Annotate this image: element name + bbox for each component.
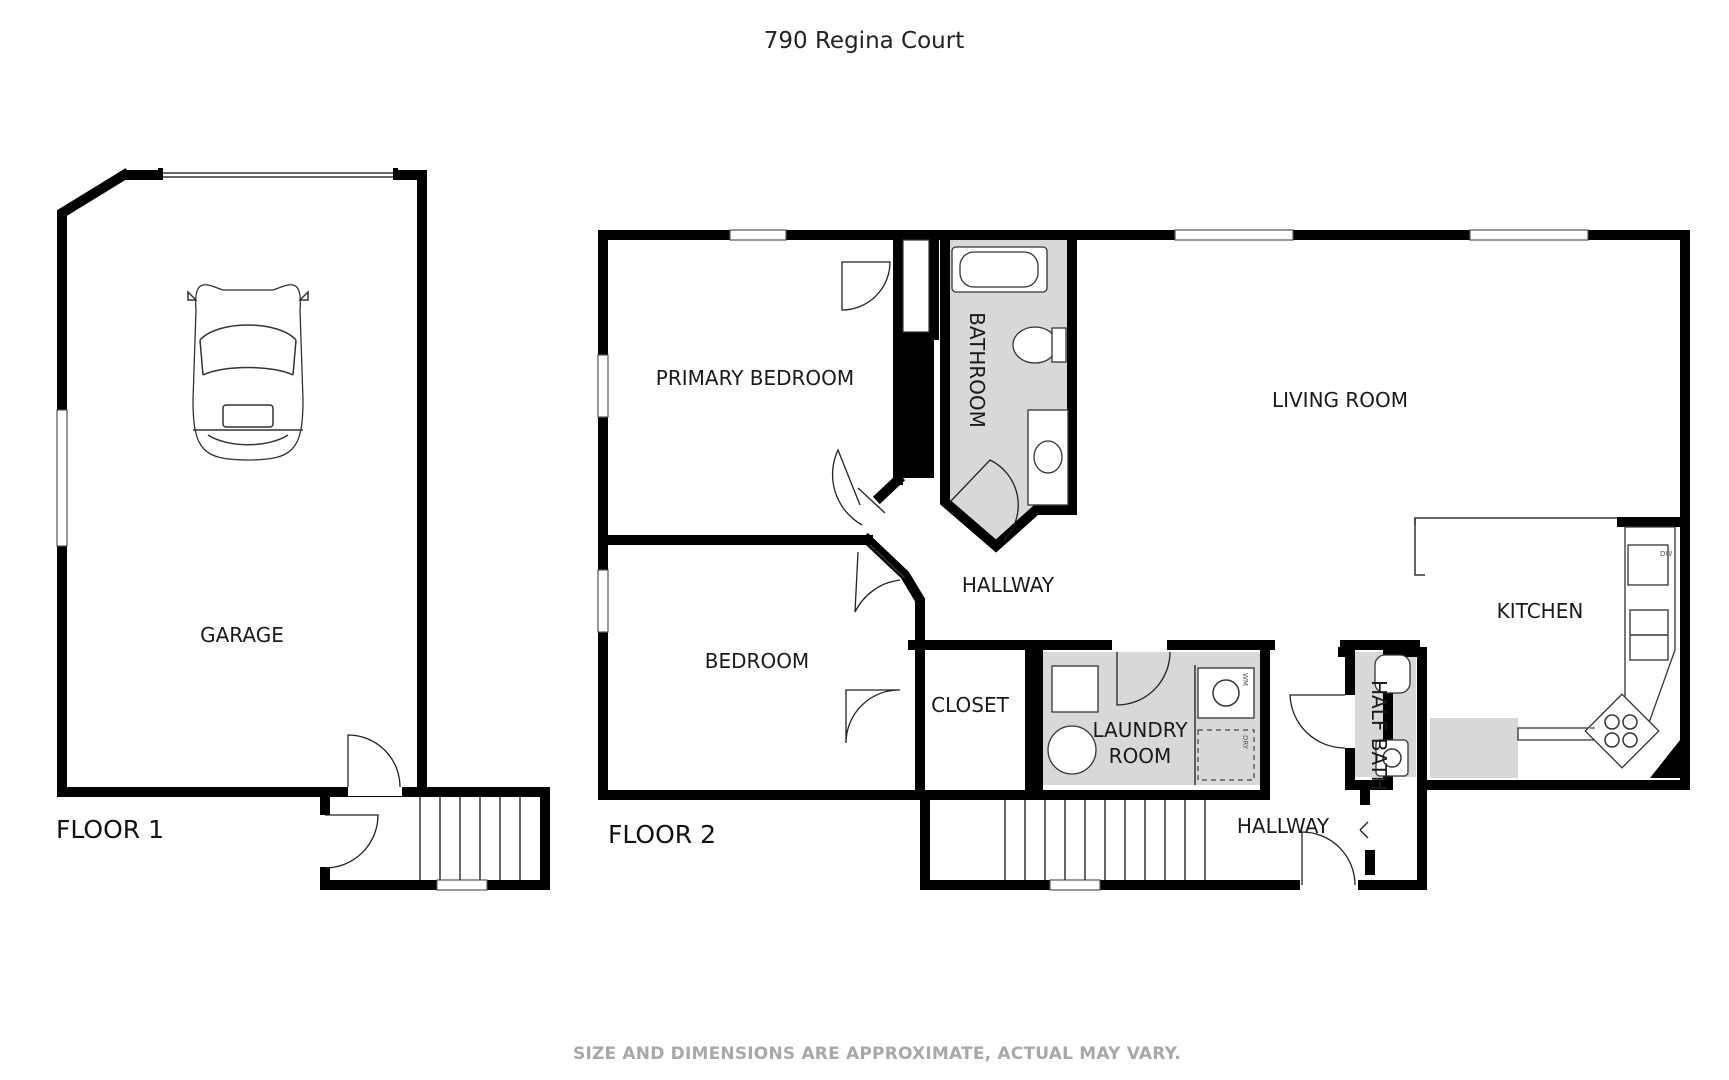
sink-icon [1375, 739, 1409, 777]
door [1359, 821, 1369, 839]
dryer-icon [1197, 729, 1255, 781]
room-label-half-bath: HALF BATH [1367, 680, 1391, 791]
room-label-bedroom: BEDROOM [705, 649, 809, 673]
room-label-closet: CLOSET [931, 693, 1009, 717]
staircase [1004, 800, 1206, 880]
door [949, 459, 1019, 541]
room-label-laundry-line-2: ROOM [1109, 744, 1172, 768]
floor-1: GARAGE FLOOR 1 [56, 168, 550, 891]
stair-walls [320, 787, 550, 890]
dryer-label: DRY [1241, 735, 1249, 750]
floor-2-label: FLOOR 2 [608, 820, 716, 849]
sink-icon [1033, 440, 1063, 474]
floor-2: BATHROOM LIVING ROOM HALLWAY DW KITCHEN [597, 229, 1690, 891]
door [845, 689, 901, 744]
washer-icon [1197, 667, 1255, 719]
lower-hallway-walls [920, 780, 1427, 890]
wardrobe [902, 239, 930, 333]
room-label-laundry: LAUNDRY [1092, 718, 1188, 742]
room-label-living-room: LIVING ROOM [1272, 388, 1408, 412]
dishwasher-icon [1627, 544, 1669, 586]
disclaimer: SIZE AND DIMENSIONS ARE APPROXIMATE, ACT… [573, 1044, 1181, 1064]
door [324, 814, 379, 869]
door [347, 734, 401, 788]
cabinet [1051, 665, 1099, 713]
dishwasher-label: DW [1660, 550, 1672, 558]
room-label-kitchen: KITCHEN [1497, 599, 1584, 623]
garage-door-opening [160, 170, 395, 180]
room-label-hallway: HALLWAY [962, 573, 1055, 597]
window [1174, 229, 1294, 241]
door [854, 551, 901, 613]
room-label-bathroom: BATHROOM [965, 312, 989, 428]
water-heater-icon [1047, 725, 1097, 775]
room-label-lower-hallway: HALLWAY [1237, 814, 1330, 838]
wall-infill [898, 328, 934, 478]
toilet-icon [1012, 326, 1058, 364]
washer-label: WM [1241, 673, 1249, 686]
toilet-icon [1374, 654, 1411, 694]
garage-walls [57, 168, 427, 797]
property-address: 790 Regina Court [764, 28, 964, 54]
door [831, 448, 863, 526]
window [56, 409, 68, 547]
door [1301, 831, 1356, 886]
floor-1-label: FLOOR 1 [56, 815, 164, 844]
room-label-garage: GARAGE [200, 623, 284, 647]
exterior-walls [598, 230, 925, 800]
door [1116, 651, 1171, 706]
staircase [419, 797, 521, 880]
car-icon [187, 284, 309, 461]
window [1469, 229, 1589, 241]
door [1289, 694, 1346, 749]
door [841, 261, 891, 311]
window [597, 569, 609, 633]
window [436, 879, 488, 891]
window [729, 229, 787, 241]
window [597, 354, 609, 418]
room-label-primary-bedroom: PRIMARY BEDROOM [656, 366, 854, 390]
stove-icon [1584, 693, 1660, 769]
window [1049, 879, 1101, 891]
